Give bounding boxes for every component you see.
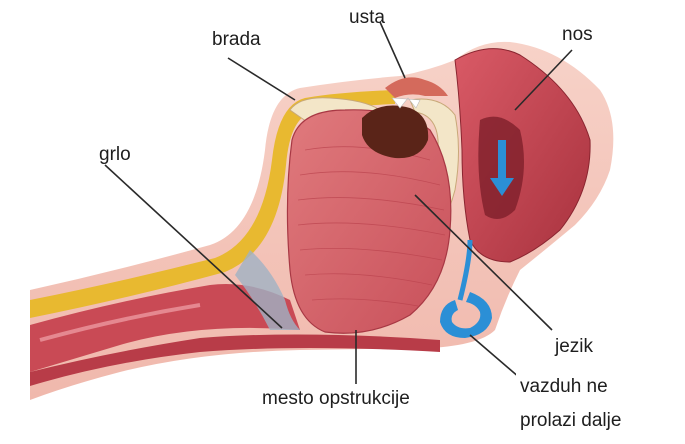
label-usta: usta bbox=[349, 7, 385, 28]
label-jezik: jezik bbox=[554, 336, 594, 357]
label-brada: brada bbox=[212, 29, 261, 50]
label-vazduh-line1: vazduh ne bbox=[520, 376, 608, 397]
label-vazduh-line2: prolazi dalje bbox=[520, 410, 621, 431]
leader-vazduh bbox=[470, 335, 520, 378]
leader-brada bbox=[228, 58, 295, 100]
label-nos: nos bbox=[562, 24, 593, 45]
label-mesto-opstrukcije: mesto opstrukcije bbox=[262, 388, 410, 409]
leader-usta bbox=[380, 22, 405, 78]
label-grlo: grlo bbox=[99, 144, 131, 165]
